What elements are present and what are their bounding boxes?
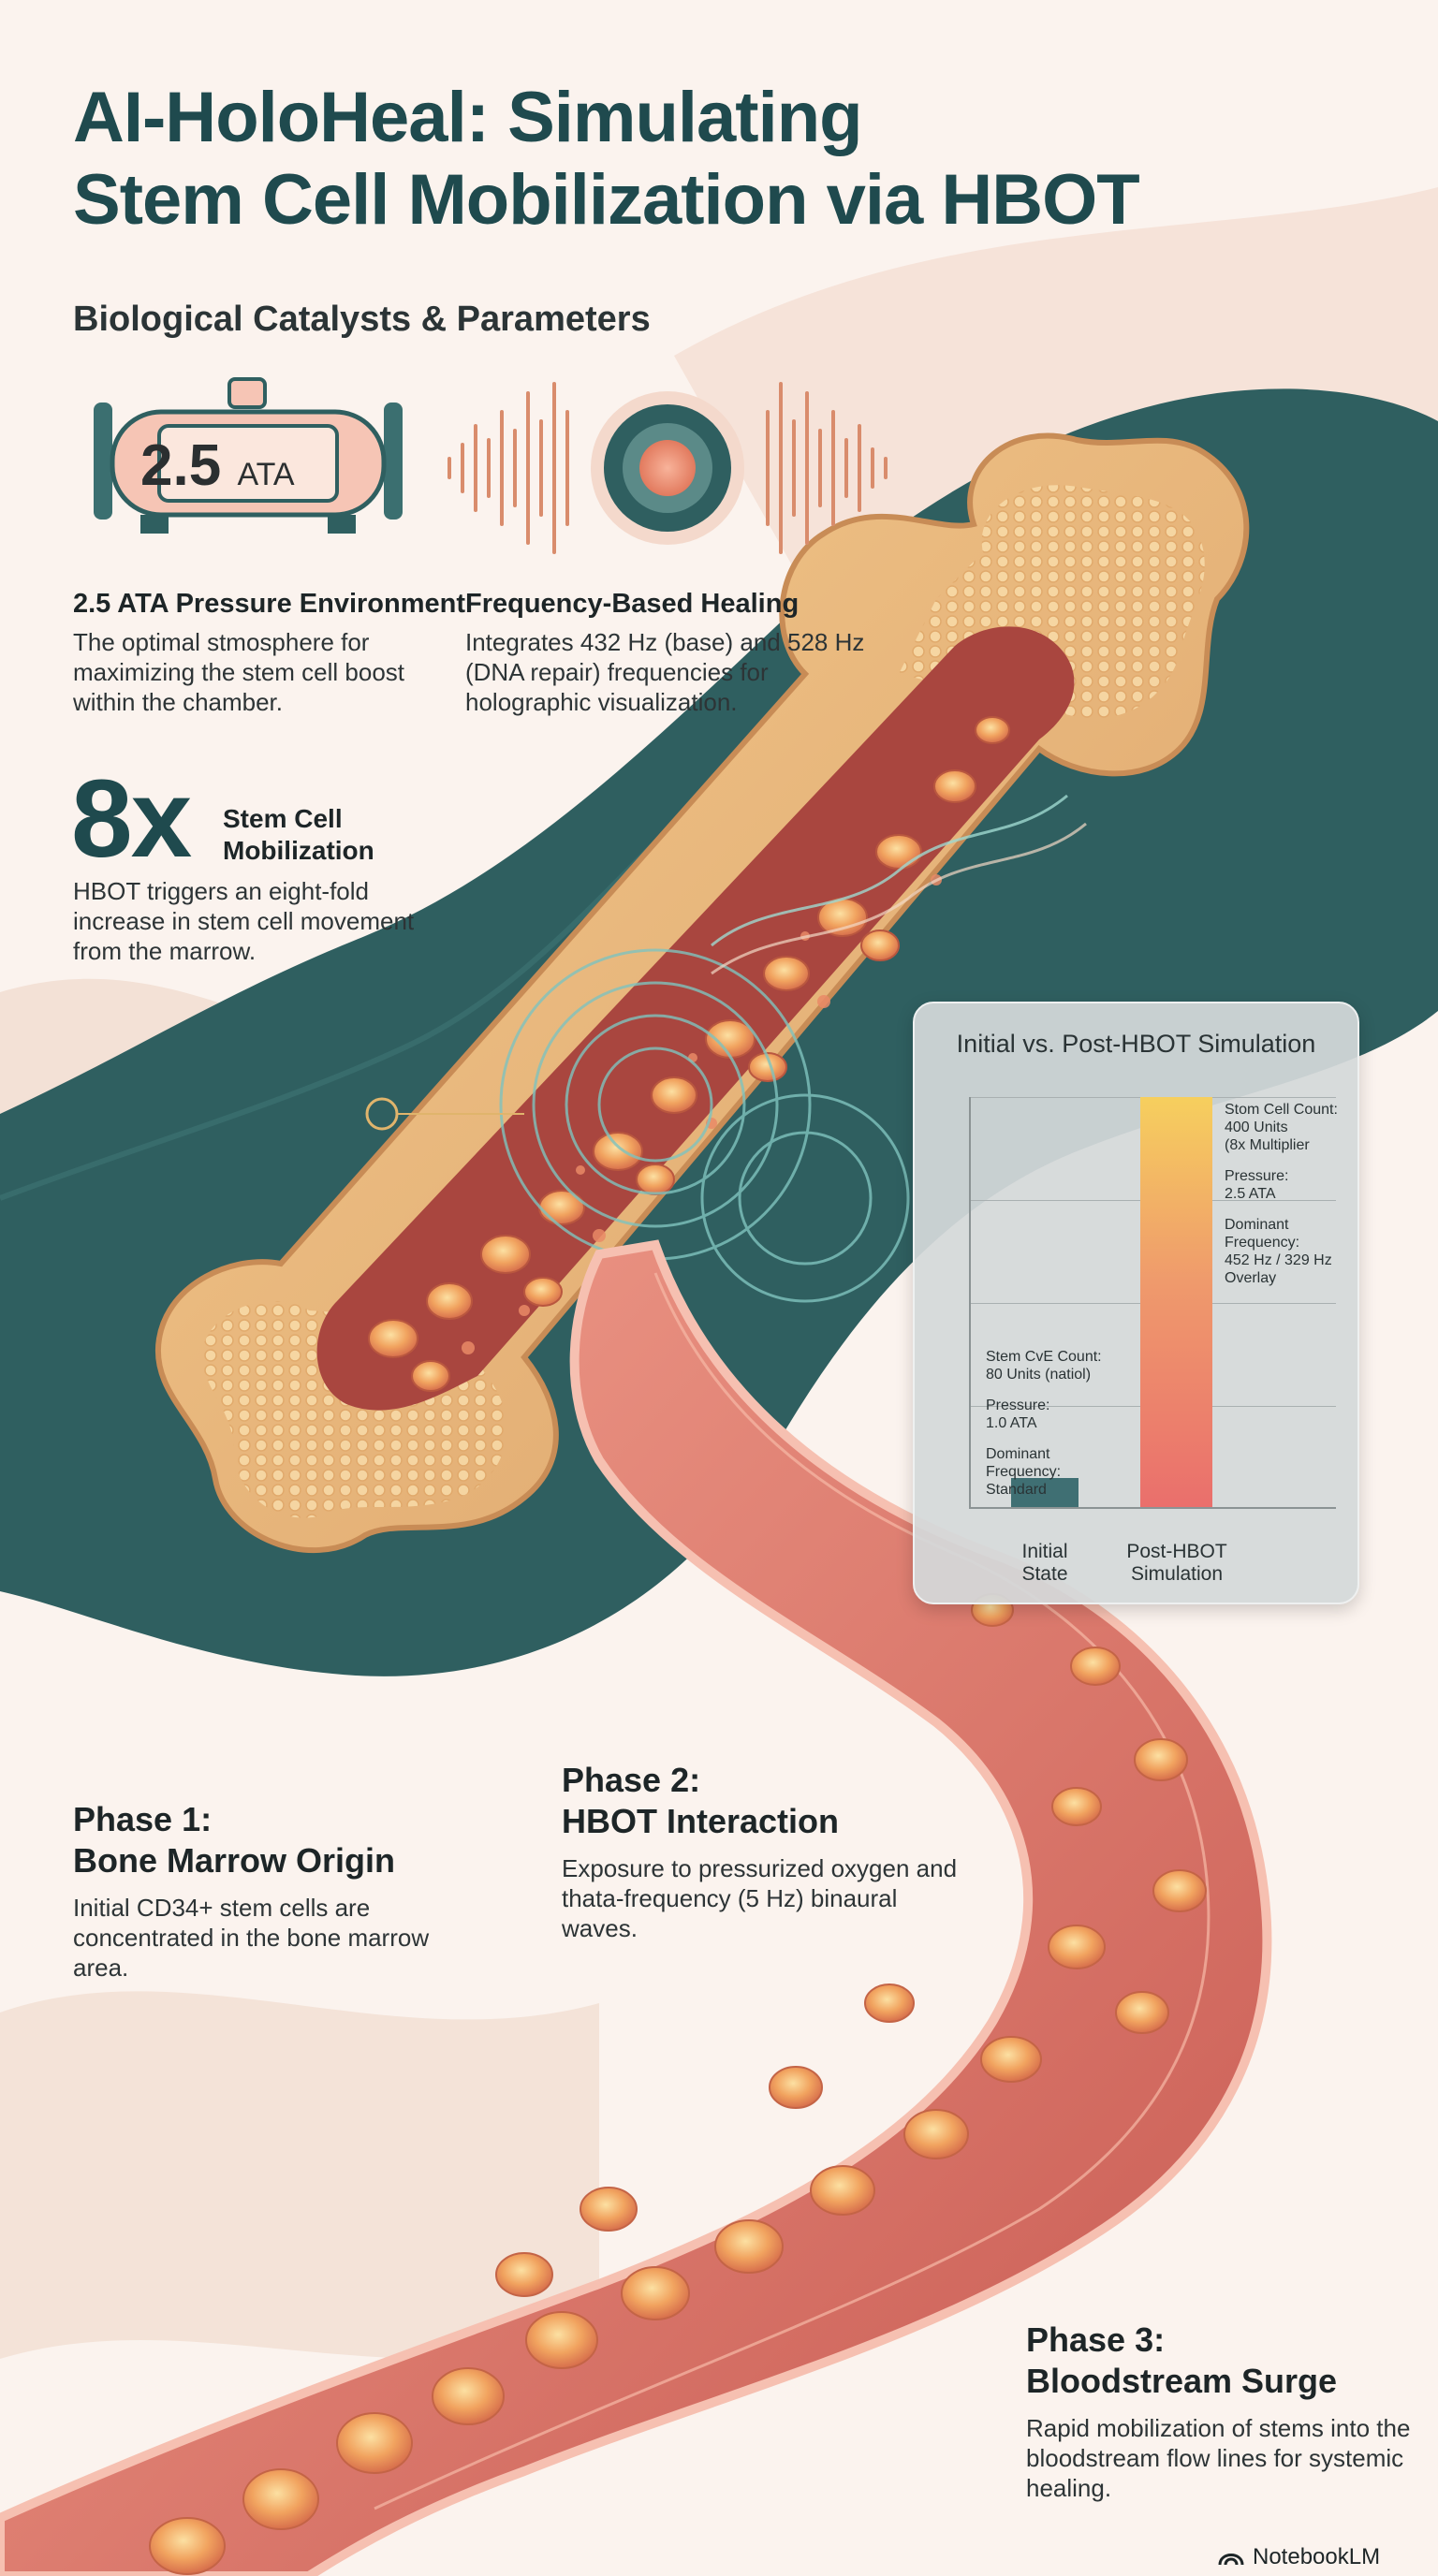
bar-post-hbot [1140, 1097, 1212, 1507]
annotation-line: 1.0 ATA [986, 1415, 1037, 1431]
annotation-line: 400 Units [1225, 1120, 1288, 1135]
phase-1: Phase 1: Bone Marrow Origin Initial CD34… [73, 1799, 476, 1983]
mobilization-multiplier: 8x [71, 757, 192, 881]
pressure-chamber-icon [94, 377, 403, 534]
phase-1-body: Initial CD34+ stem cells are concentrate… [73, 1894, 430, 1982]
mobilization-body: HBOT triggers an eight-fold increase in … [73, 877, 415, 965]
category-label-line: State [1021, 1563, 1068, 1585]
annotation-line: 452 Hz / 329 Hz [1225, 1252, 1332, 1268]
category-label-line: Post-HBOT [1126, 1541, 1227, 1562]
category-label-post: Post-HBOT Simulation [1102, 1541, 1252, 1586]
pressure-card: 2.5 ATA Pressure Environment The optimal… [73, 588, 466, 717]
phase-2-name: HBOT Interaction [562, 1802, 840, 1840]
pressure-gauge-readout: 2.5 ATA [140, 432, 295, 499]
frequency-card: Frequency-Based Healing Integrates 432 H… [465, 588, 896, 717]
phase-2-body: Exposure to pressurized oxygen and thata… [562, 1854, 958, 1942]
category-label-line: Simulation [1130, 1563, 1224, 1585]
annotation-line: Dominant [986, 1446, 1050, 1462]
phase-2-number: Phase 2: [562, 1761, 701, 1799]
pressure-card-body: The optimal stmosphere for maximizing th… [73, 628, 405, 716]
annotation-line: Stem CvE Count: [986, 1349, 1102, 1365]
annotation-line: 80 Units (natiol) [986, 1367, 1092, 1383]
pressure-gauge-unit: ATA [237, 457, 295, 492]
bar-initial-state [1011, 1478, 1078, 1507]
mobilization-label: Stem Cell Mobilization [223, 804, 374, 865]
phase-2: Phase 2: HBOT Interaction Exposure to pr… [562, 1760, 964, 1943]
simulation-chart-panel: Initial vs. Post-HBOT Simulation Stem Cv… [913, 1002, 1359, 1604]
chart-x-axis [969, 1507, 1336, 1509]
phase-3-name: Bloodstream Surge [1026, 2362, 1338, 2400]
phase-3-title: Phase 3: Bloodstream Surge [1026, 2320, 1419, 2402]
pressure-gauge-value: 2.5 [140, 433, 222, 498]
annotation-line: Stom Cell Count: [1225, 1102, 1338, 1118]
annotation-line: Overlay [1225, 1270, 1277, 1286]
phase-2-title: Phase 2: HBOT Interaction [562, 1760, 964, 1842]
page-title-line-2: Stem Cell Mobilization via HBOT [73, 160, 1140, 240]
phase-1-number: Phase 1: [73, 1800, 213, 1838]
annotation-line: Pressure: [1225, 1168, 1289, 1184]
annotation-line: Frequency: [986, 1464, 1062, 1480]
notebooklm-logo-icon [1218, 2554, 1244, 2566]
annotation-line: (8x Multiplier [1225, 1137, 1310, 1153]
phase-3: Phase 3: Bloodstream Surge Rapid mobiliz… [1026, 2320, 1419, 2503]
simulation-chart-title: Initial vs. Post-HBOT Simulation [956, 1030, 1316, 1058]
annotation-line: Pressure: [986, 1398, 1050, 1413]
frequency-card-body: Integrates 432 Hz (base) and 528 Hz (DNA… [465, 628, 865, 716]
phase-3-body: Rapid mobilization of stems into the blo… [1026, 2414, 1411, 2502]
chart-y-axis [969, 1097, 971, 1509]
category-label-line: Initial [1021, 1541, 1068, 1562]
annotation-line: Dominant [1225, 1217, 1289, 1233]
post-hbot-annotation: Stom Cell Count: 400 Units (8x Multiplie… [1225, 1101, 1356, 1287]
initial-state-annotation: Stem CvE Count: 80 Units (natiol) Pressu… [986, 1348, 1154, 1499]
section-heading: Biological Catalysts & Parameters [73, 300, 651, 339]
brand-label: NotebookLM [1253, 2544, 1381, 2569]
phase-1-name: Bone Marrow Origin [73, 1841, 396, 1880]
frequency-waveform-icon [448, 382, 888, 554]
page-title-line-1: AI-HoloHeal: Simulating [73, 78, 863, 157]
pressure-card-title: 2.5 ATA Pressure Environment [73, 589, 466, 619]
frequency-card-title: Frequency-Based Healing [465, 589, 800, 619]
annotation-line: Standard [986, 1482, 1047, 1498]
annotation-line: Frequency: [1225, 1235, 1300, 1251]
phase-1-title: Phase 1: Bone Marrow Origin [73, 1799, 476, 1881]
phase-3-number: Phase 3: [1026, 2320, 1166, 2359]
annotation-line: 2.5 ATA [1225, 1186, 1276, 1202]
page-title: AI-HoloHeal: Simulating Stem Cell Mobili… [73, 77, 1365, 242]
category-label-initial: Initial State [993, 1541, 1096, 1586]
